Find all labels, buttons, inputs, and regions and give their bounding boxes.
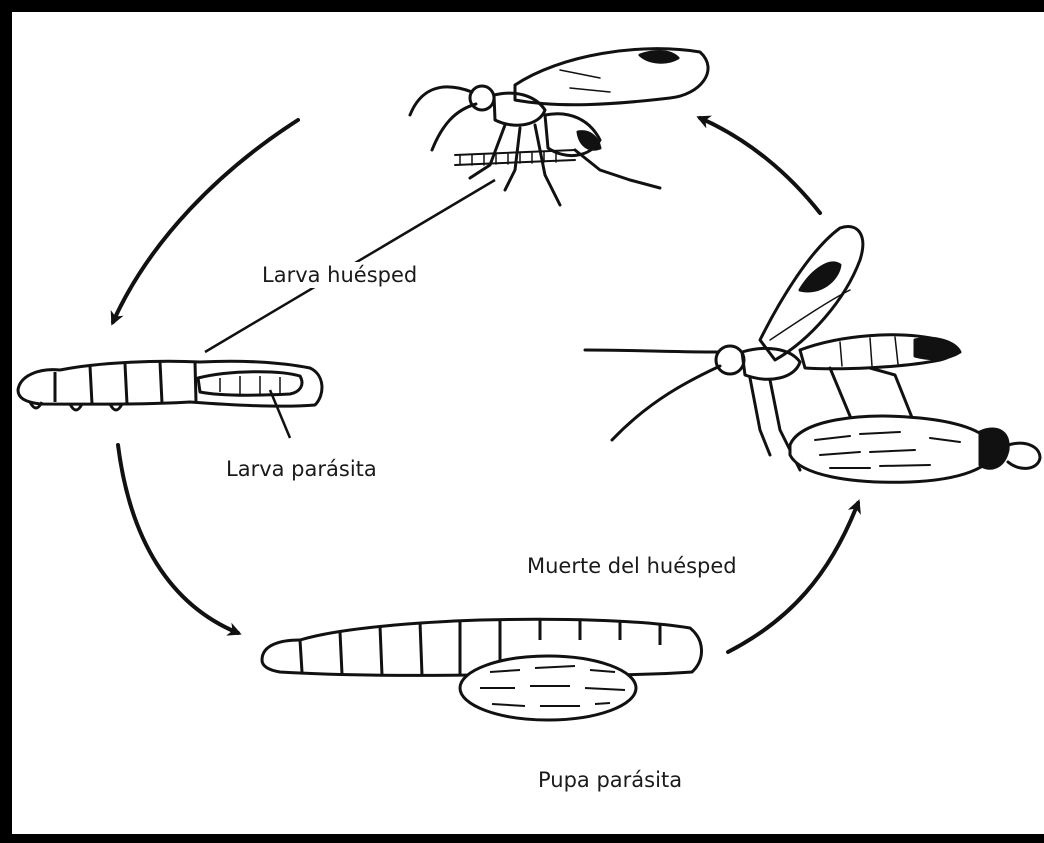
- arrow-larva-to-pupa: [118, 445, 238, 633]
- label-parasite-pupa: Pupa parásita: [538, 767, 682, 793]
- label-host-larva: Larva huésped: [262, 262, 447, 288]
- cycle-arrows: [113, 118, 858, 652]
- adult-wasp-top: [410, 49, 708, 205]
- arrow-pupa-to-emerging: [728, 503, 858, 652]
- adult-wasp-emerging: [585, 227, 1040, 483]
- label-parasite-larva: Larva parásita: [226, 456, 395, 482]
- label-host-death: Muerte del huésped: [527, 553, 737, 579]
- host-puparium: [790, 416, 995, 482]
- arrow-wasp-to-larva: [113, 120, 298, 322]
- pointer-lines: [205, 180, 495, 438]
- arrow-emerging-to-wasp: [700, 118, 820, 213]
- host-larva-with-pupa: [262, 619, 702, 720]
- parasite-larva-inside: [198, 372, 302, 396]
- pointer-parasite-larva: [270, 390, 290, 438]
